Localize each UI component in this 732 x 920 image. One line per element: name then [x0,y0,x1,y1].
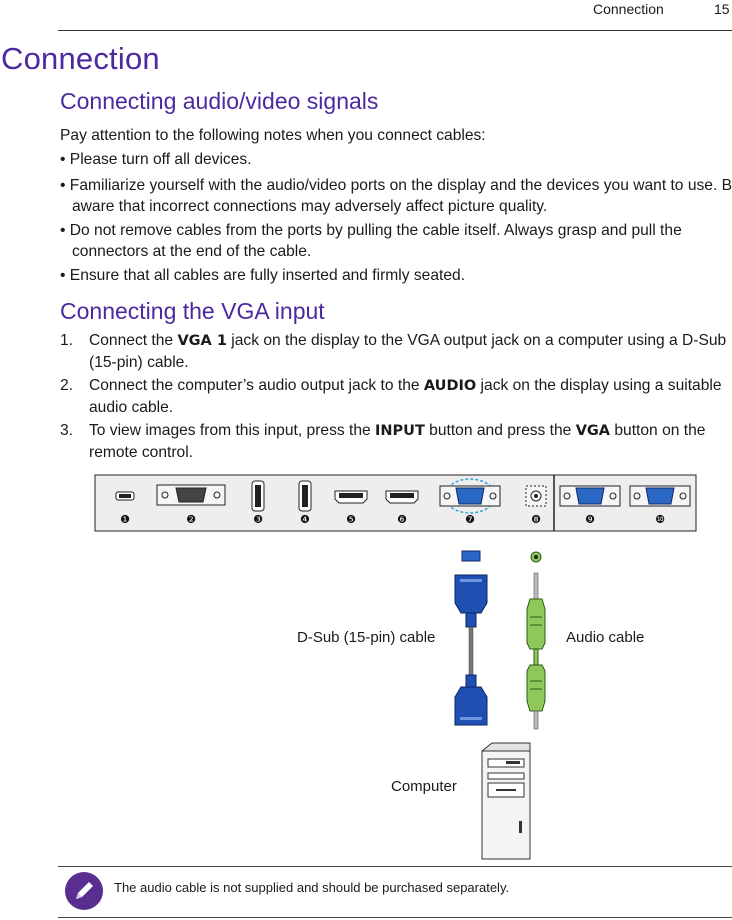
connection-diagram: ❶ ❷ ❸ ❹ ❺ ❻ ❼ ❽ ❾ ❿ [0,455,732,865]
computer-tower-icon [481,742,531,860]
port-1-icon [115,491,135,501]
port-9-vga-icon [559,485,621,507]
bullet-item: • Familiarize yourself with the audio/vi… [60,177,732,215]
bullet-item: • Do not remove cables from the ports by… [60,222,682,260]
port-2-rs232-icon [156,484,226,506]
port-number: ❺ [346,513,356,526]
dsub-cable-label: D-Sub (15-pin) cable [297,629,436,646]
audio-cable-label: Audio cable [566,629,645,646]
port-7-vga-icon [439,485,501,507]
note-rule-top [58,866,732,867]
port-number: ❶ [120,513,130,526]
port-number: ❿ [655,513,665,526]
step-number: 3. [60,422,74,439]
pencil-icon [65,872,103,910]
intro-paragraph: Pay attention to the following notes whe… [60,127,486,144]
step-number: 1. [60,332,74,349]
computer-label: Computer [391,778,457,795]
port-number: ❾ [585,513,595,526]
port-3-icon [251,480,265,512]
bullet-item: • Please turn off all devices. [60,151,252,168]
port-number: ❷ [186,513,196,526]
port-10-vga-icon [629,485,691,507]
header-rule [58,30,732,31]
running-header-section: Connection [593,1,664,17]
port-8-audio-icon [525,485,547,507]
port-number: ❹ [300,513,310,526]
audio-cable-icon [526,551,546,730]
port-number: ❸ [253,513,263,526]
page-number: 15 [714,1,730,17]
bullet-item: • Ensure that all cables are fully inser… [60,267,466,284]
section-title-av-signals: Connecting audio/video signals [60,88,379,114]
audio-label: AUDIO [423,378,477,394]
step-number: 2. [60,377,74,394]
port-number: ❼ [465,513,475,526]
vga1-label: VGA 1 [177,333,227,349]
note-rule-bottom [58,917,732,918]
chapter-title: Connection [1,41,160,76]
port-number: ❻ [397,513,407,526]
section-title-vga-input: Connecting the VGA input [60,298,325,324]
port-5-hdmi-icon [334,490,368,504]
dsub-cable-icon [454,550,488,726]
vga-label: VGA [575,423,611,439]
note-text: The audio cable is not supplied and shou… [114,880,510,895]
port-4-icon [298,480,312,512]
port-number: ❽ [531,513,541,526]
port-6-hdmi-icon [385,490,419,504]
display-port-panel: ❶ ❷ ❸ ❹ ❺ ❻ ❼ ❽ ❾ ❿ [94,474,697,532]
input-label: INPUT [375,423,425,439]
